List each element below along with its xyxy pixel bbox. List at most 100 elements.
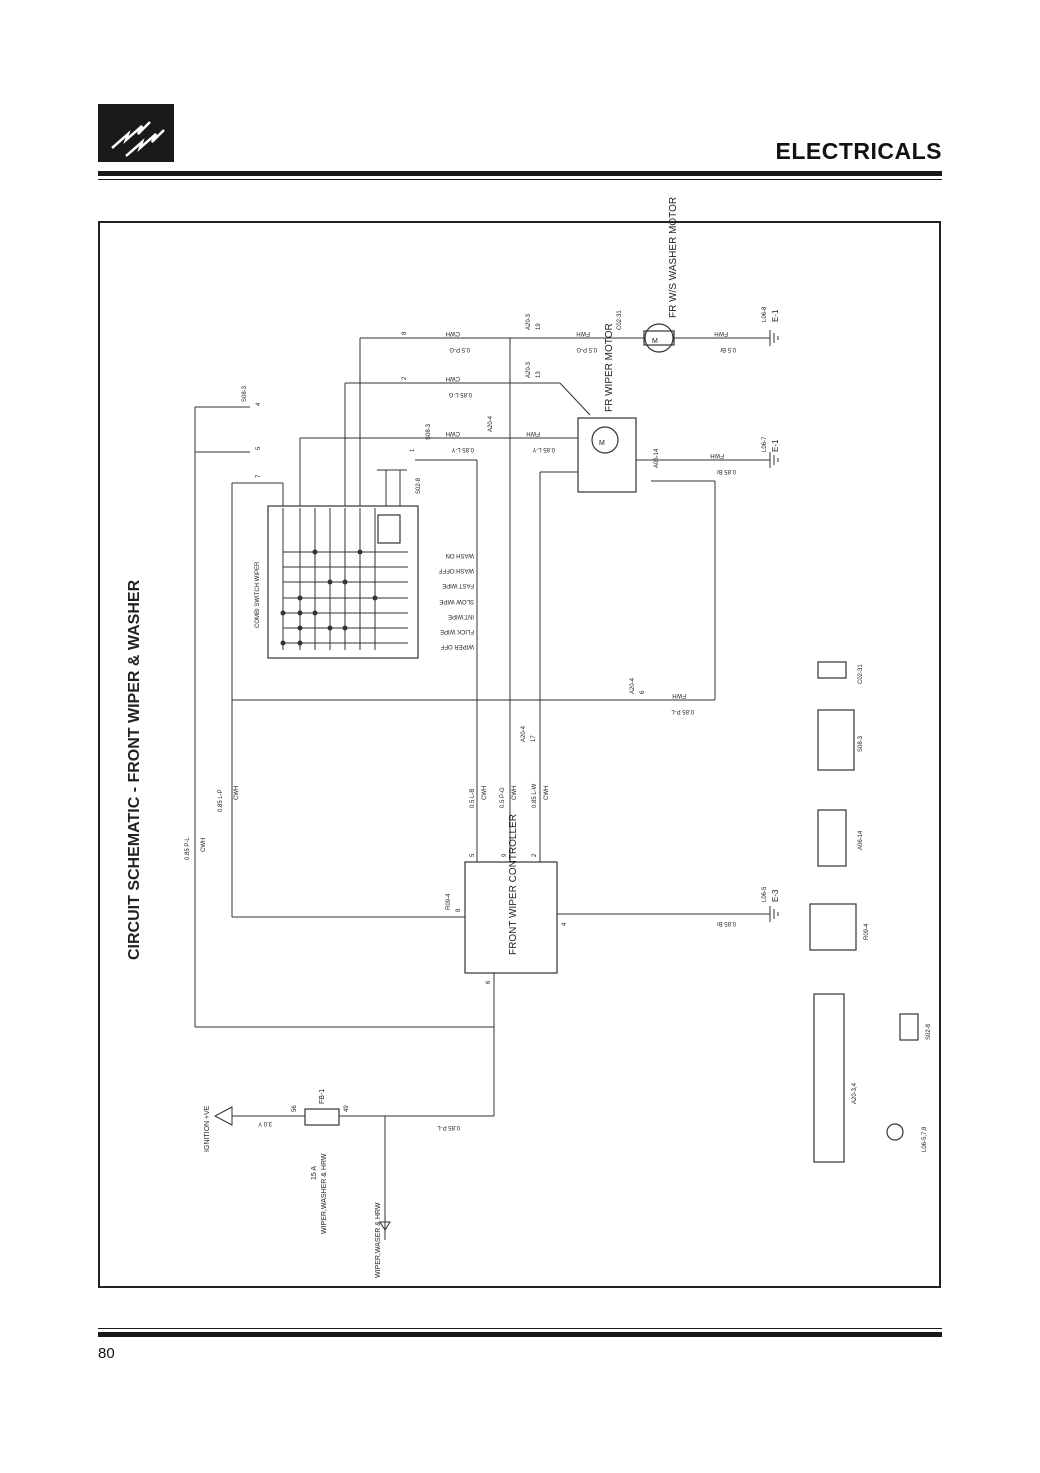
switch-position: FLICK WIPE [440,628,474,634]
connector-face-label: L06-5,7,8 [922,1126,928,1152]
pin-number: 1 [410,448,416,452]
connector-label: A20-4 [488,415,494,432]
switch-position: SLOW WIPE [439,598,474,604]
wire-label: CWH [544,786,550,800]
washer-motor-symbol [644,323,674,353]
ground-label: L06-8 [762,306,768,322]
switch-position: WASH ON [446,552,474,558]
pin-number: 6 [486,980,492,984]
connector-label: A20-4 [630,677,636,694]
connector-label: A20-4 [521,725,527,742]
connector-face-label: A06-14 [858,830,864,850]
wire-label: 0.85 Br [717,468,736,474]
front-wiper-controller [464,861,558,974]
wire-label: CWH [446,430,460,436]
combi-switch-label: COMBI SWITCH WIPER [255,561,261,628]
footer-rule-thin [98,1328,942,1329]
wire-label: 0.5 P-G [576,346,597,352]
fuse-rating-label: 15 A [311,1166,318,1180]
pin-number: 8 [402,331,408,335]
connector-label: A06-14 [654,448,660,468]
pin-number: 6 [640,690,646,694]
wire-label: 0.5 Br [720,346,736,352]
pin-number: 5 [470,853,476,857]
wire-label: FWH [672,692,686,698]
motor-symbol-m: M [652,338,658,345]
connector-face-label: R09-4 [864,923,870,940]
pin-number: 17 [531,735,537,742]
ignition-label: IGNITION +VE [204,1105,211,1152]
wire-label: CWH [482,786,488,800]
switch-position: INT.WIPE [448,613,474,619]
pin-number: 5 [256,446,262,450]
wiper-motor-label: FR WIPER MOTOR [604,323,615,412]
connector-label: S02-8 [416,477,422,494]
ground-label: E-1 [771,309,780,322]
wire-label: CWH [446,375,460,381]
motor-symbol-m: M [599,440,605,447]
pin-number: 8 [456,908,462,912]
fuse-id-label: FB-1 [319,1089,326,1104]
connector-face-label: C02-31 [858,664,864,684]
pin-number: 19 [536,323,542,330]
connector-label: A20-3 [526,313,532,330]
washer-motor-label: FR W/S WASHER MOTOR [668,197,679,318]
connector-face-label: S08-3 [858,735,864,752]
ground-label: L06-7 [762,436,768,452]
wire-label: 0.85 L-G [448,391,472,397]
pin-number: 2 [532,853,538,857]
connector-label: A20-3 [526,361,532,378]
diagram-title: CIRCUIT SCHEMATIC - FRONT WIPER & WASHER [126,579,143,960]
wire-label: CWH [446,330,460,336]
ground-label: L06-5 [762,886,768,902]
wire-label: CWH [234,786,240,800]
section-title: ELECTRICALS [775,138,942,164]
wire-label: 0.5 P-G [449,346,470,352]
wire-label: FWH [714,330,728,336]
pin-number: 2 [402,376,408,380]
ground-label: E-3 [771,889,780,902]
header-rule-thin [98,179,942,180]
pin-number: 49 [344,1105,350,1112]
fuse-desc-label: WIPER,WASHER & HRW [321,1153,328,1234]
connector-label: S08-3 [426,423,432,440]
combi-switch [267,505,419,659]
pin-number: 7 [256,474,262,478]
switch-position: WIPER OFF [440,643,474,649]
wire-label: CWH [512,786,518,800]
connector-faces [809,661,919,1163]
wire-label: FWH [526,430,540,436]
wiring [194,337,770,1240]
wire-label: 0.5 P-G [500,787,506,808]
pin-number: 4 [562,922,568,926]
ground-label: E-1 [771,439,780,452]
connector-face-label: S02-8 [926,1023,932,1040]
wire-label: 0.85 L-W [532,783,538,808]
pin-number: 13 [536,371,542,378]
connector-face-label: A20-3,4 [852,1082,858,1104]
switch-position: WASH OFFF [439,567,474,573]
pin-number: 56 [292,1105,298,1112]
lightning-bolt-icon [111,121,151,149]
feed-out-arrow [379,1221,391,1231]
diagram-frame [98,221,941,1288]
header-rule [98,171,942,176]
ignition-terminal [213,1106,233,1126]
ground-icons [769,330,779,922]
pin-number: 4 [256,402,262,406]
wire-label: 0.5 L-B [470,789,476,808]
feed-out-label: WIPER,WASER & HRW [375,1202,382,1278]
wire-label: 3.0 Y [258,1120,272,1126]
intermittent-resistor [377,514,401,544]
wire-label: 0.85 P-L [185,837,191,860]
connector-label: C02-31 [617,310,623,330]
wire-label: 0.85 Br [717,920,736,926]
wire-label: 0.85 L-Y [451,446,474,452]
footer-rule [98,1332,942,1337]
electrical-logo [98,104,174,162]
pin-number: 9 [502,853,508,857]
wire-label: 0.85 P-L [437,1124,460,1130]
controller-label: FRONT WIPER CONTROLLER [508,814,519,955]
wiper-motor-symbol [591,426,619,454]
labels: FR W/S WASHER MOTOR FR WIPER MOTOR FRONT… [185,197,932,1278]
